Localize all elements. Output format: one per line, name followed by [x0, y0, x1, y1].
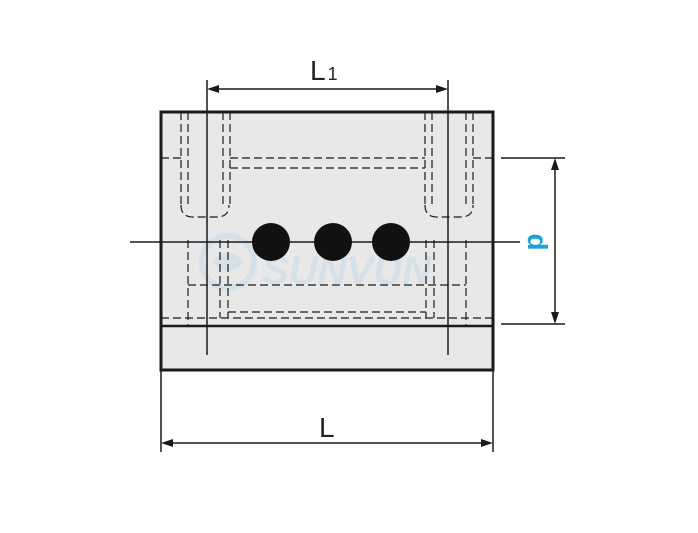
holes: [252, 223, 410, 261]
l1-arrow-left-icon: [207, 85, 219, 93]
l-label: L: [319, 412, 335, 443]
hole-2: [314, 223, 352, 261]
watermark: SUNVUN: [199, 233, 432, 293]
watermark-text: SUNVUN: [262, 249, 432, 293]
dimension-l: L: [161, 412, 493, 447]
hole-1: [252, 223, 290, 261]
hidden-lines: [161, 112, 493, 326]
hole-3: [372, 223, 410, 261]
dimension-d: d: [522, 158, 559, 324]
l-arrow-right-icon: [481, 439, 493, 447]
l-arrow-left-icon: [161, 439, 173, 447]
d-arrow-bottom-icon: [551, 312, 559, 324]
extension-lines: [160, 80, 565, 452]
l1-arrow-right-icon: [436, 85, 448, 93]
l1-label-main: L: [310, 55, 326, 86]
l1-label-sub: 1: [328, 64, 338, 84]
d-label: d: [522, 233, 553, 250]
d-arrow-top-icon: [551, 158, 559, 170]
